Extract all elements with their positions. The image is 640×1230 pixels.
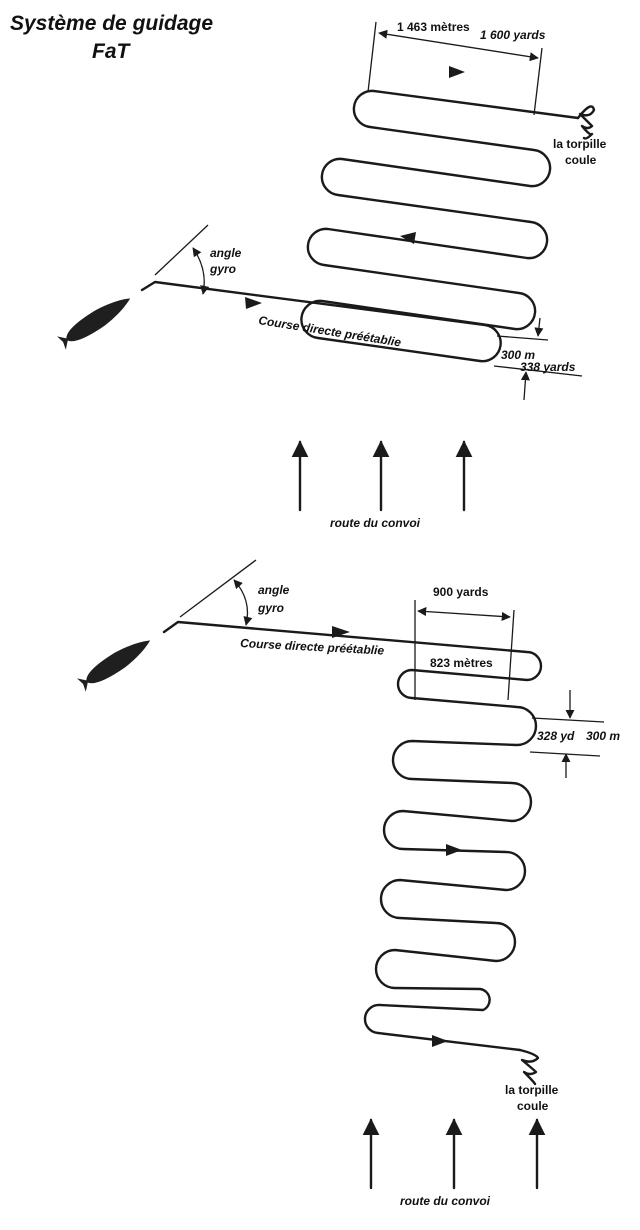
top-torpedo-icon — [57, 298, 131, 350]
top-course-label: Course directe préétablie — [258, 313, 403, 349]
bottom-torpedo-icon — [77, 640, 151, 692]
bottom-gyro-reference-line — [179, 559, 257, 618]
top-sink-label-line-1: la torpille — [553, 137, 607, 151]
bottom-length-dimension-arrow — [417, 606, 511, 622]
top-length-dimension-arrow — [378, 29, 539, 62]
bottom-direction-arrow-3 — [432, 1035, 448, 1047]
title-line-2: FaT — [92, 40, 132, 63]
title-line-1: Système de guidage — [10, 12, 213, 35]
top-length-tick-left — [367, 21, 377, 93]
top-direction-arrow-2 — [400, 232, 416, 244]
bottom-length-tick-right — [507, 609, 515, 701]
top-spacing-arrow-lower — [520, 371, 530, 401]
top-length-tick-right — [533, 47, 543, 116]
top-sink-label-line-2: coule — [565, 153, 597, 167]
top-gyro-label-line-1: angle — [210, 246, 242, 260]
bottom-sink-label-line-1: la torpille — [505, 1083, 559, 1097]
top-torpedo-course-path — [140, 89, 580, 363]
top-spacing-imperial-label: 338 yards — [520, 360, 576, 374]
top-spacing-metric-label: 300 m — [501, 348, 535, 362]
bottom-spacing-metric-label: 300 m — [586, 729, 620, 743]
top-sink-spiral — [576, 105, 596, 140]
top-diagram: 1 463 mètres 1 600 yards la torpille cou… — [57, 20, 607, 530]
bottom-torpedo-course-path — [162, 620, 543, 1052]
top-direction-arrow-3 — [449, 66, 465, 78]
bottom-direction-arrow-2 — [446, 844, 462, 856]
bottom-spacing-imperial-label: 328 yd — [537, 729, 575, 743]
bottom-convoy-label: route du convoi — [400, 1194, 491, 1208]
bottom-length-metric-label: 823 mètres — [430, 656, 493, 670]
bottom-sink-spiral — [518, 1048, 540, 1086]
bottom-gyro-label-line-1: angle — [258, 583, 290, 597]
bottom-length-imperial-label: 900 yards — [433, 585, 489, 599]
top-length-metric-label: 1 463 mètres — [397, 20, 470, 34]
bottom-direction-arrow-1 — [332, 626, 350, 638]
bottom-spacing-ext-lower — [529, 751, 601, 757]
top-direction-arrow-1 — [245, 297, 262, 309]
top-gyro-label-line-2: gyro — [209, 262, 236, 276]
bottom-gyro-label-line-2: gyro — [257, 601, 284, 615]
bottom-diagram: 900 yards 823 mètres angle gyro Course d… — [77, 559, 620, 1208]
top-convoy-label: route du convoi — [330, 516, 421, 530]
bottom-spacing-ext-upper — [531, 717, 605, 723]
bottom-gyro-angle-arrow — [233, 579, 253, 626]
bottom-course-label: Course directe préétablie — [240, 636, 385, 658]
bottom-sink-label-line-2: coule — [517, 1099, 549, 1113]
top-spacing-arrow-upper — [534, 317, 544, 337]
top-spacing-ext-lower — [493, 365, 583, 377]
top-gyro-angle-arrow — [192, 247, 210, 295]
top-gyro-reference-line — [154, 224, 209, 276]
top-spacing-ext-upper — [496, 335, 549, 341]
top-length-imperial-label: 1 600 yards — [480, 28, 546, 42]
